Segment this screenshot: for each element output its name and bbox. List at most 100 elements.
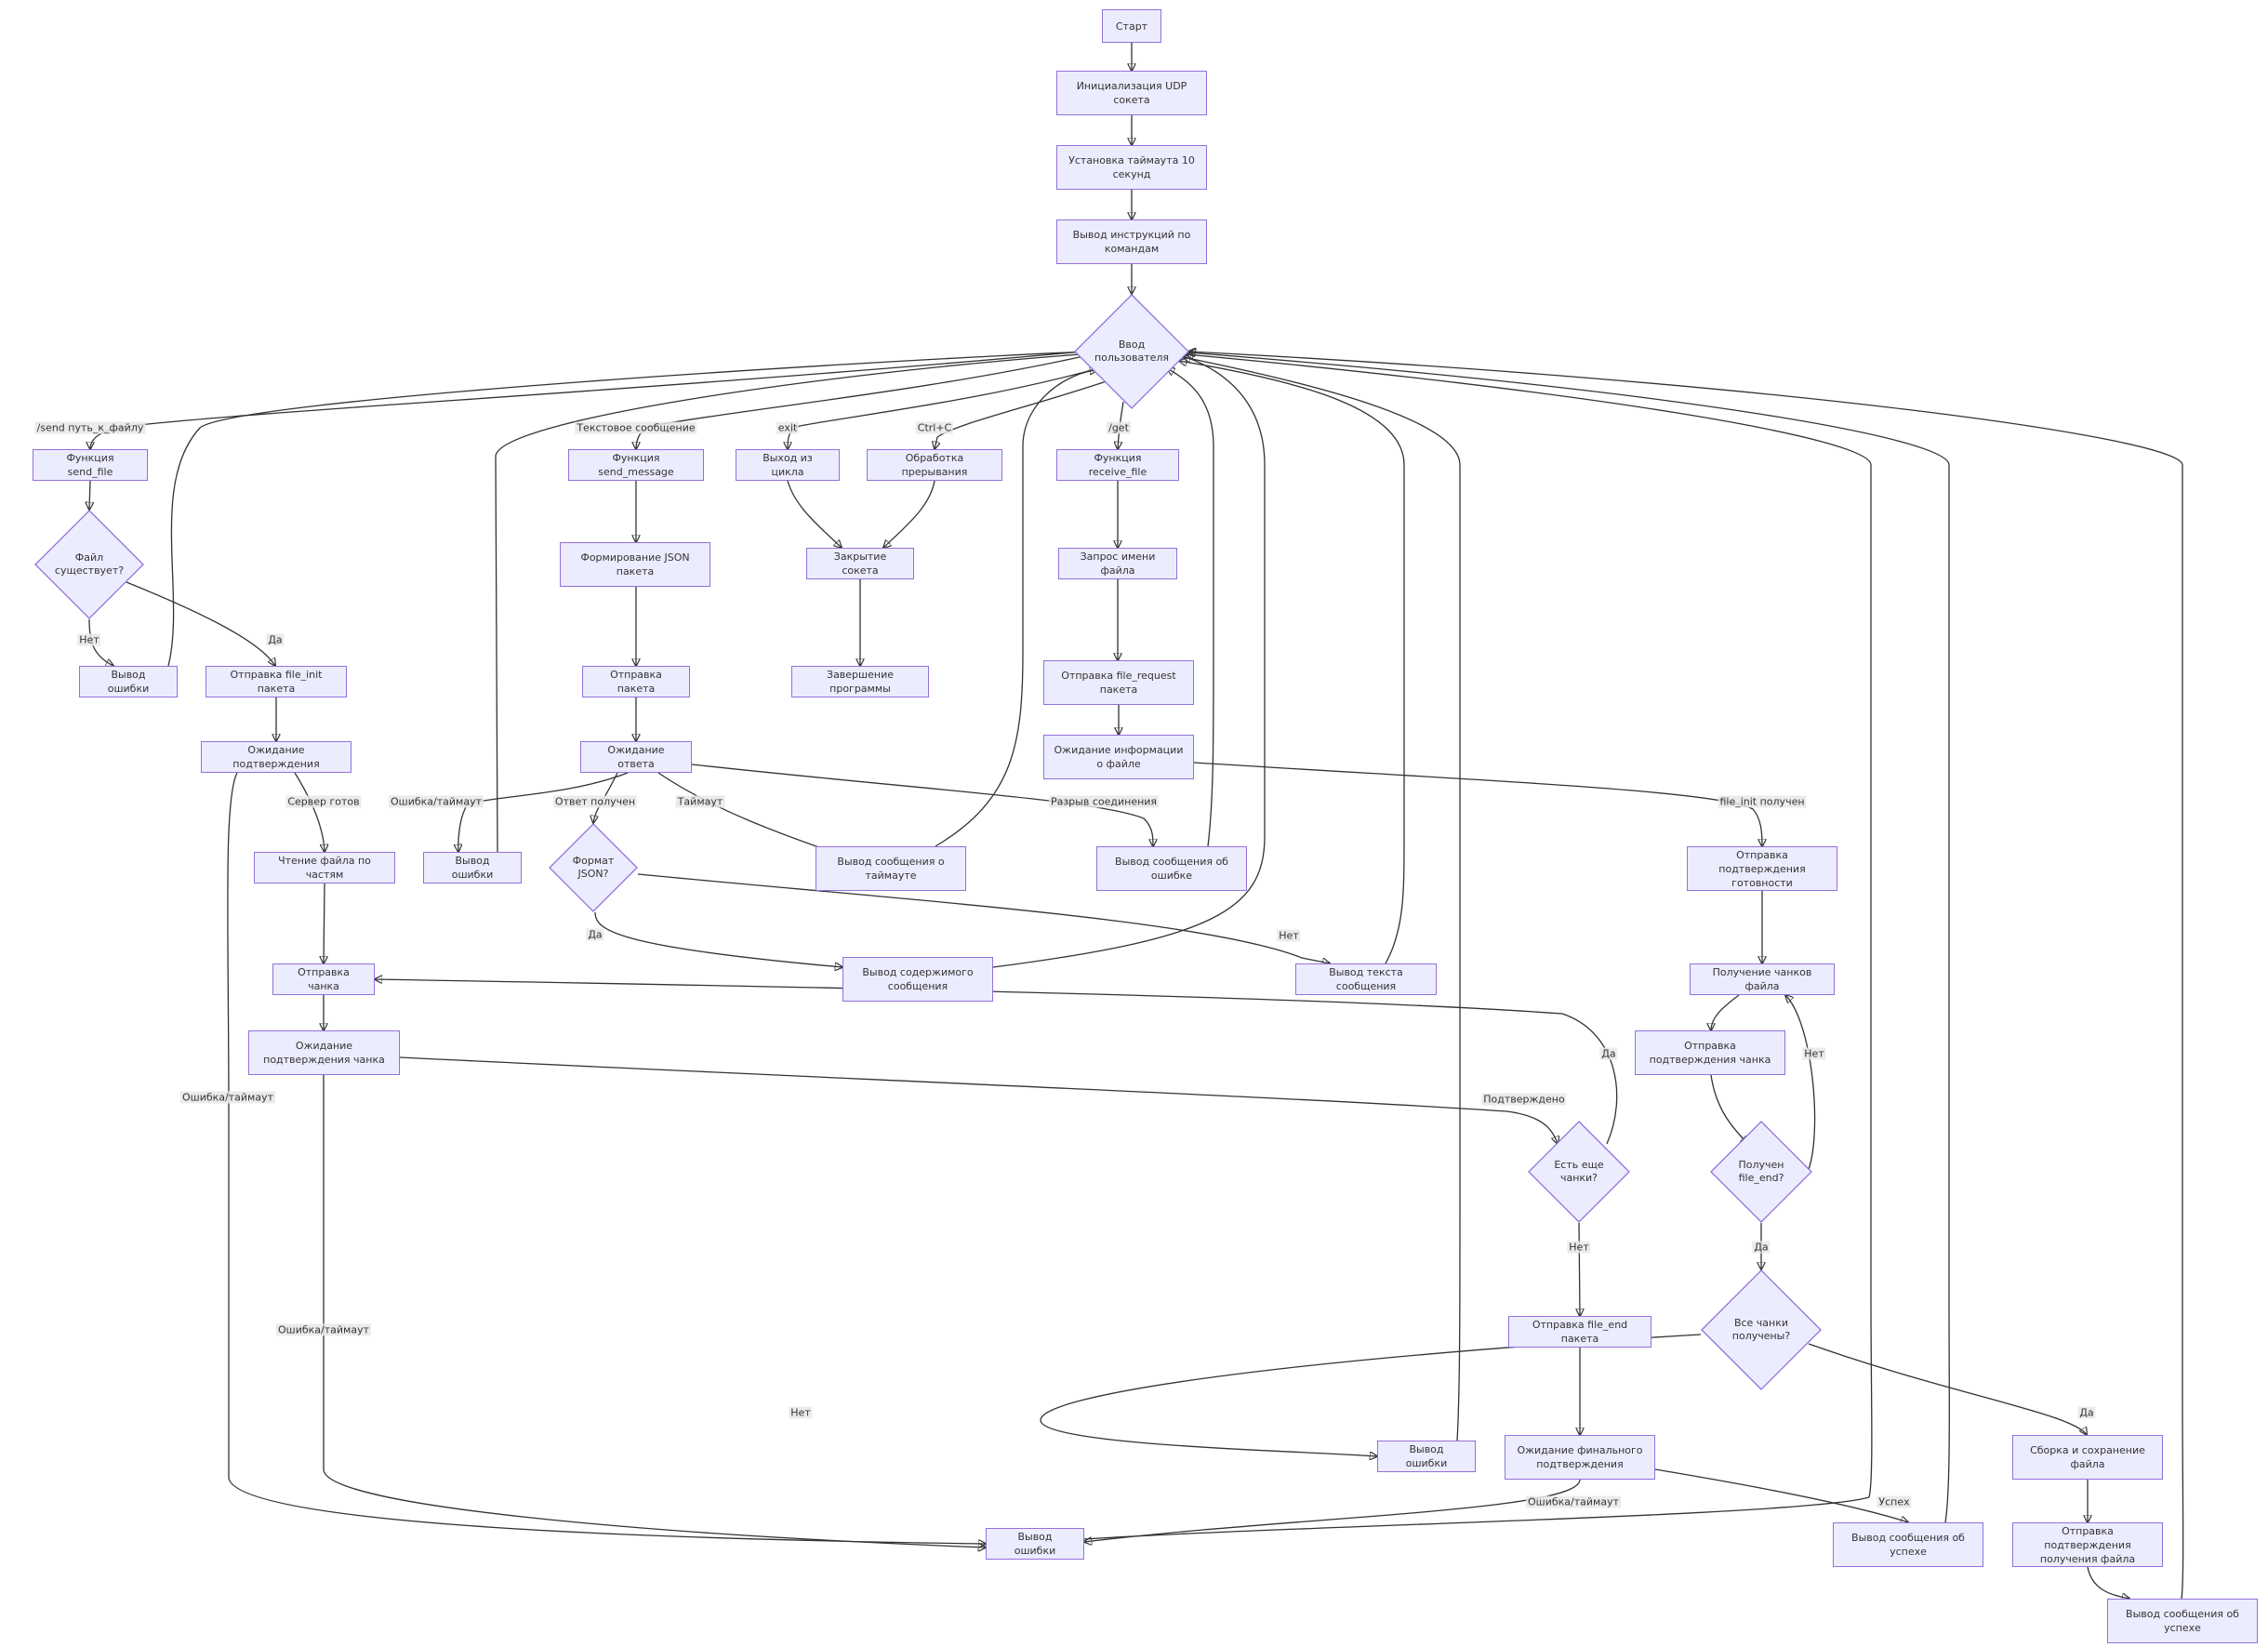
node-label: Запрос имени файла [1080,551,1156,577]
edge-wait-confirm-error [227,772,986,1544]
edge-label-yes-more: Да [1599,1047,1618,1060]
node-json-format: Формат JSON? [549,823,638,912]
decision-diamond-shape [1528,1121,1630,1223]
edge-recv-to-ack [1711,994,1740,1030]
node-label: Отправка file_end пакета [1532,1319,1628,1345]
edge-conn-error-back [1167,368,1214,847]
edge-label-no-file: Нет [77,633,101,646]
edge-label-file-init-received: file_init получен [1718,795,1807,808]
node-wait-confirm: Ожидание подтверждения [201,741,351,773]
node-label: Старт [1115,20,1148,33]
node-label: Установка таймаута 10 секунд [1068,154,1195,180]
edge-info-file-init [1193,762,1762,846]
node-send-error: Вывод ошибки [986,1528,1084,1560]
edge-label-reply-received: Ответ получен [552,795,638,808]
node-ask-filename: Запрос имени файла [1058,548,1177,579]
node-label: Выход из цикла [763,452,813,478]
node-label: Вывод ошибки [107,669,150,695]
node-assemble-save: Сборка и сохранение файла [2012,1435,2163,1480]
node-label: Получение чанков файла [1712,966,1812,992]
node-make-json: Формирование JSON пакета [560,542,710,587]
node-label: Отправка подтверждения получения файла [2039,1524,2136,1565]
node-send-chunk: Отправка чанка [272,963,375,995]
edge-no-file-error-back [167,352,1088,667]
node-label: Ожидание информации о файле [1054,744,1184,770]
node-end-program: Завершение программы [791,666,929,697]
node-label: Вывод сообщения об успехе [2126,1608,2239,1634]
node-more-chunks: Есть еще чанки? [1528,1121,1630,1223]
node-label: Получен file_end? [1738,1159,1784,1184]
node-show-content: Вывод содержимого сообщения [842,957,993,1002]
edge-recv-error-back [1183,357,1461,1441]
edge-label-json-no: Нет [1277,929,1301,942]
node-label: Обработка прерывания [901,452,968,478]
node-label: Вывод содержимого сообщения [862,966,974,992]
edge-final-success [1654,1468,1908,1522]
node-label: Вывод ошибки [1014,1531,1056,1557]
edge-label-send-path: /send путь_к_файлу [34,421,146,434]
edge-input-to-send-file [90,351,1084,449]
decision-diamond-shape [1074,294,1189,409]
node-user-input: Ввод пользователя [1074,294,1189,409]
edge-label-text-message: Текстовое сообщение [575,421,697,434]
edge-label-success: Успех [1877,1495,1912,1508]
edge-wait-ready [294,772,325,852]
edge-recv-success-back [1188,352,2184,1600]
node-label: Отправка пакета [610,669,662,695]
edge-final-error [1084,1479,1581,1542]
node-fn-receive-file: Функция receive_file [1056,449,1179,481]
node-err-no-file: Вывод ошибки [79,666,178,697]
edge-label-all-no: Нет [789,1406,813,1419]
node-send-recv-ack: Отправка подтверждения получения файла [2012,1522,2163,1567]
edge-label-err-timeout-final: Ошибка/таймаут [1525,1495,1622,1508]
node-label: Вывод сообщения о таймауте [837,856,945,882]
edge-input-to-interrupt [935,379,1113,449]
node-label: Отправка подтверждения готовности [1718,848,1806,889]
edge-label-timeout: Таймаут [675,795,725,808]
node-wait-final: Ожидание финального подтверждения [1505,1435,1655,1480]
edge-all-no [1040,1334,1702,1456]
node-label: Отправка file_request пакета [1061,670,1176,696]
node-fn-send-message: Функция send_message [568,449,704,481]
edge-text-back [1179,361,1405,964]
node-label: Ожидание ответа [607,744,665,770]
node-label: Отправка чанка [298,966,350,992]
node-conn-error: Вывод сообщения об ошибке [1096,846,1247,891]
edge-label-server-ready: Сервер готов [285,795,362,808]
edge-ack-confirmed [399,1056,1558,1144]
edge-input-to-exit [788,366,1103,449]
node-got-file-end: Получен file_end? [1710,1121,1812,1223]
edge-label-exit: exit [776,421,800,434]
edge-got-end-no [1785,995,1816,1173]
edge-exit-to-close [787,480,842,548]
edge-input-to-send-message [636,354,1089,449]
node-label: Вывод инструкций по командам [1072,229,1191,255]
edge-label-all-yes: Да [2077,1406,2096,1419]
edge-label-get: /get [1107,421,1131,434]
edge-recv-ack-to-success [2087,1566,2129,1599]
edge-label-no-more: Нет [1567,1241,1591,1254]
edge-label-disconnect: Разрыв соединения [1048,795,1160,808]
node-send-file-request: Отправка file_request пакета [1043,660,1194,705]
node-label: Чтение файла по частям [278,855,371,881]
node-label: Инициализация UDP сокета [1076,80,1187,106]
edge-ack-to-got-end [1710,1074,1748,1144]
node-label: Закрытие сокета [833,551,887,577]
node-label: Вывод текста сообщения [1329,966,1403,992]
edge-label-err-timeout-reply: Ошибка/таймаут [388,795,484,808]
decision-diamond-shape [1701,1269,1822,1390]
node-init-socket: Инициализация UDP сокета [1056,71,1207,115]
node-label: Все чанки получены? [1731,1317,1791,1342]
edge-label-json-yes: Да [586,928,604,941]
node-label: Файл существует? [54,551,125,577]
node-label: Функция receive_file [1088,452,1147,478]
edge-json-yes [594,911,842,967]
node-file-exists: Файл существует? [34,510,144,619]
node-all-chunks: Все чанки получены? [1701,1269,1822,1390]
node-label: Вывод сообщения об ошибке [1115,856,1228,882]
node-label: Ожидание финального подтверждения [1517,1444,1643,1470]
edge-label-file-end-no: Нет [1802,1047,1826,1060]
node-set-timeout: Установка таймаута 10 секунд [1056,145,1207,190]
edge-interrupt-to-close [883,480,935,548]
node-send-chunk-ack: Отправка подтверждения чанка [1635,1030,1785,1075]
